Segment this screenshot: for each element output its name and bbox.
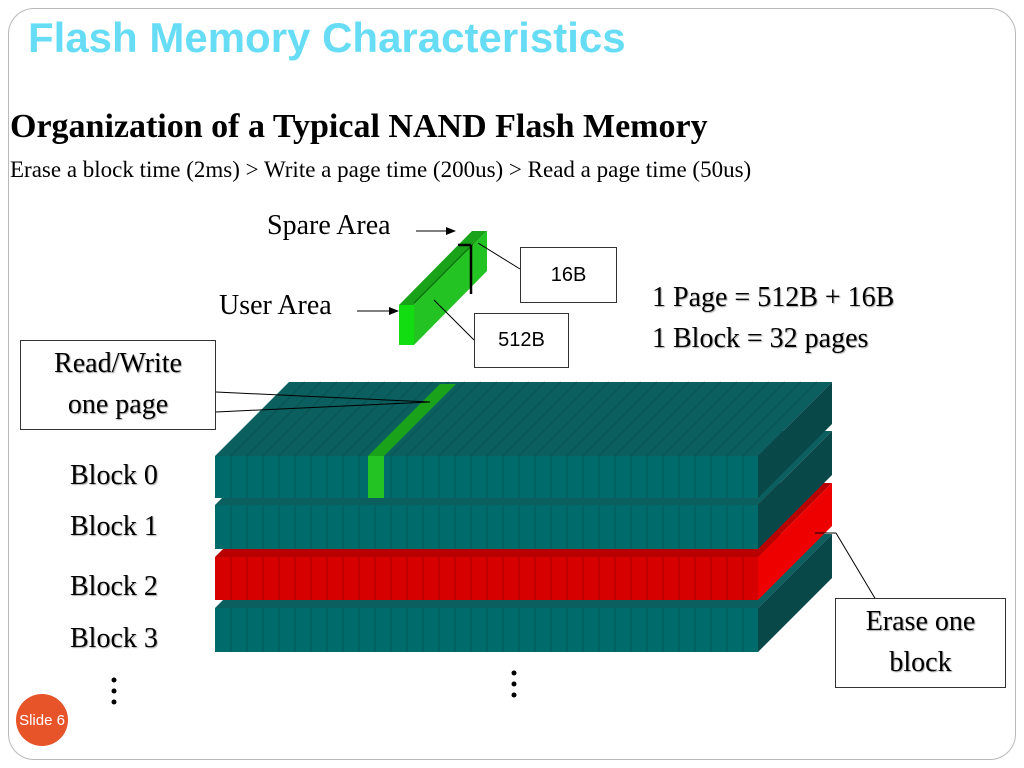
block-label-2: Block 2 (70, 571, 158, 602)
block-label-0: Block 0 (70, 460, 158, 491)
page-stripe-top (550, 381, 626, 457)
page-stripe-top (486, 381, 562, 457)
block-label-3: Block 3 (70, 623, 158, 654)
page-stripe-top (342, 381, 418, 457)
page-stripe-top (278, 381, 354, 457)
block-side-1 (758, 431, 832, 549)
page-stripe-top (710, 381, 786, 457)
page-stripe-top (582, 381, 658, 457)
block-definition: 1 Block = 32 pages (652, 323, 869, 354)
slide-number: Slide 6 (19, 711, 65, 729)
read-write-line2: one page (67, 389, 169, 420)
user-size-box: 512B (474, 313, 569, 368)
highlighted-page (368, 384, 456, 498)
page-stripe-top (630, 381, 706, 457)
page-stripe-top (246, 381, 322, 457)
page-stripe-top (598, 381, 674, 457)
page-stripe-top (518, 381, 594, 457)
page-stripe-top (662, 381, 738, 457)
page-stripe-top (694, 381, 770, 457)
page-stripe-top (358, 381, 434, 457)
user-size-value: 512B (498, 329, 545, 351)
read-write-callout: Read/Write one page (20, 340, 216, 430)
page-stripe-top (230, 381, 306, 457)
page-stripe-top (454, 381, 530, 457)
page-stripe-top (294, 381, 370, 457)
page-stripe-top (326, 381, 402, 457)
erase-line1: Erase one (865, 606, 976, 638)
page-stripe-top (502, 381, 578, 457)
ellipsis-dots (111, 670, 517, 705)
page-slab (399, 231, 487, 345)
user-area-label: User Area (219, 290, 332, 321)
block-side-0 (758, 382, 832, 498)
erase-line2: block (889, 647, 952, 678)
page-stripe-top (742, 381, 818, 457)
read-write-line1: Read/Write (54, 348, 182, 380)
page-stripe-top (438, 381, 514, 457)
page-stripe-top (678, 381, 754, 457)
page-stripe-top (470, 381, 546, 457)
page-stripe-top (390, 381, 466, 457)
block-stack (215, 381, 832, 652)
page-stripe-top (534, 381, 610, 457)
page-stripe-top (646, 381, 722, 457)
spare-size-box: 16B (520, 247, 617, 303)
page-stripe-top (262, 381, 338, 457)
erase-callout: Erase one block (835, 598, 1006, 688)
slide-number-badge: Slide 6 (16, 694, 68, 746)
block-side-3 (758, 534, 832, 652)
timing-note: Erase a block time (2ms) > Write a page … (10, 157, 752, 182)
page-stripe-top (566, 381, 642, 457)
page-stripe-top (310, 381, 386, 457)
slide-title: Flash Memory Characteristics (28, 14, 626, 61)
spare-area-label: Spare Area (267, 210, 391, 241)
page-stripe-top (726, 381, 802, 457)
page-stripe-top (614, 381, 690, 457)
page-stripe-top (422, 381, 498, 457)
block-side-2 (758, 483, 832, 600)
spare-size-value: 16B (550, 263, 587, 286)
page-stripe-top (406, 381, 482, 457)
page-definition: 1 Page = 512B + 16B (652, 282, 895, 313)
leader-lines (215, 227, 877, 601)
slide-subtitle: Organization of a Typical NAND Flash Mem… (10, 108, 708, 145)
block-label-1: Block 1 (70, 511, 158, 542)
